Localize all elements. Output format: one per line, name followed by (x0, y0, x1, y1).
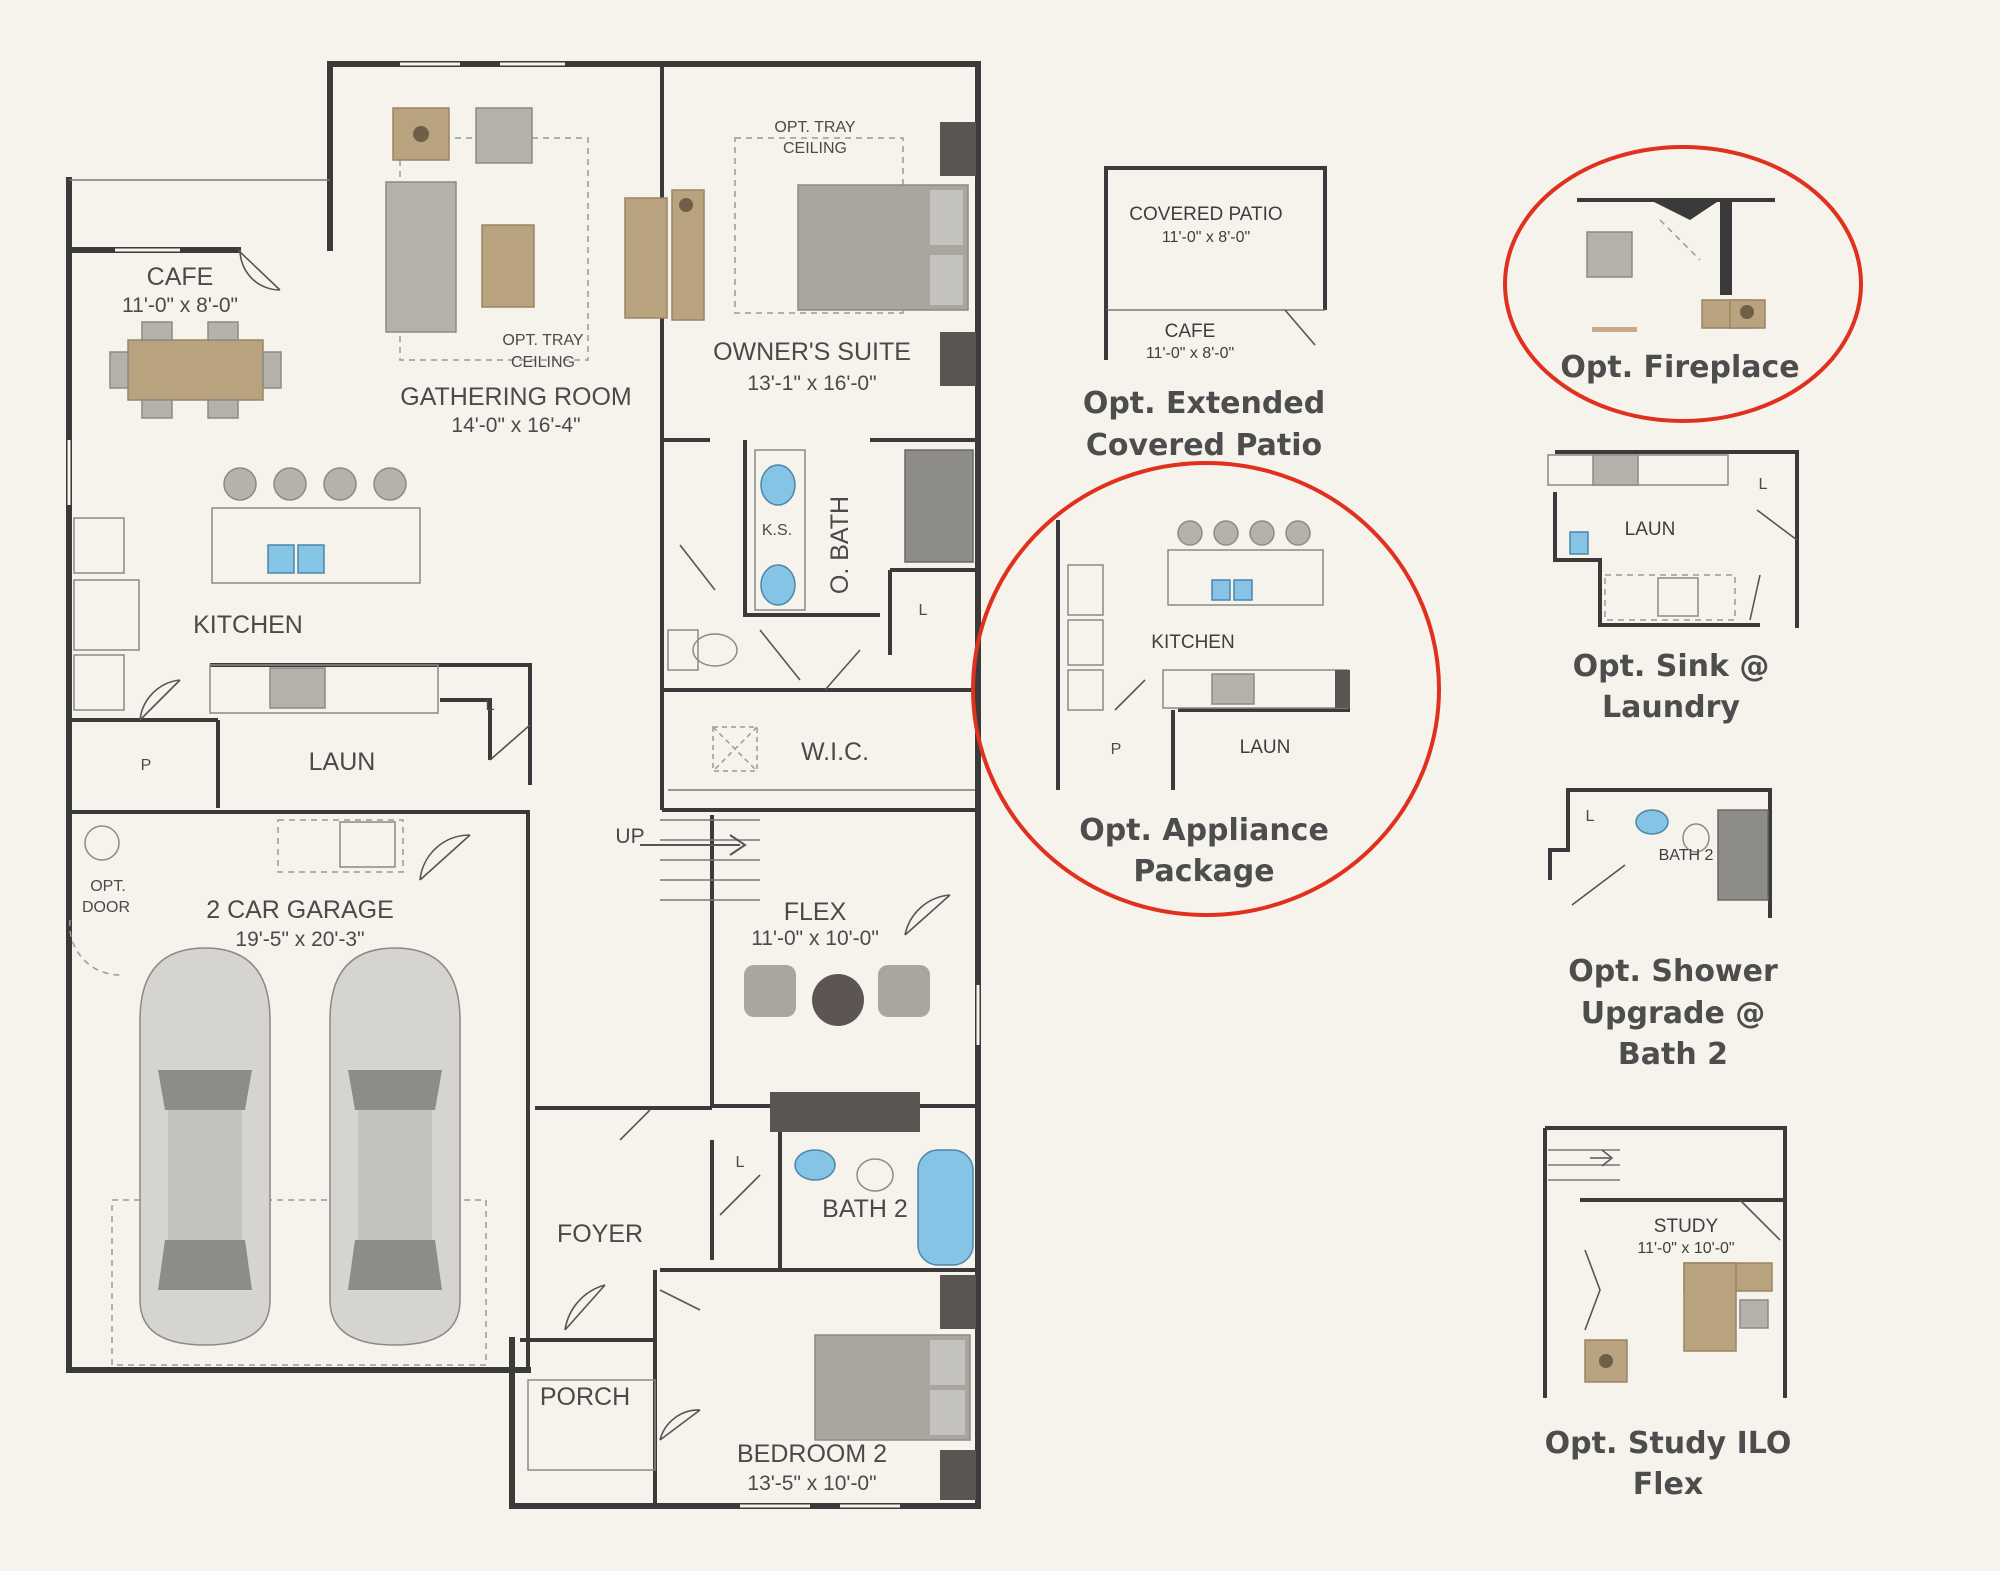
appliance-pantry-label: P (1111, 741, 1122, 758)
cafe-dims: 11'-0" x 8'-0" (122, 294, 238, 317)
option-shower-bath2: L BATH 2 Opt. Shower Upgrade @ Bath 2 (1548, 788, 1778, 1072)
stairs-up-label: UP (615, 825, 644, 848)
pantry-label: P (141, 757, 152, 774)
patio-room-dims: 11'-0" x 8'-0" (1162, 229, 1250, 246)
bedroom2-dims: 13'-5" x 10'-0" (747, 1472, 876, 1495)
gathering-room-label: GATHERING ROOM (400, 383, 631, 411)
garage-label: 2 CAR GARAGE (206, 896, 394, 924)
kitchen-label: KITCHEN (193, 611, 303, 639)
option-appliance-package: KITCHEN LAUN P Opt. Appliance Package (971, 461, 1441, 917)
foyer-label: FOYER (557, 1220, 643, 1248)
flex-label: FLEX (784, 898, 847, 926)
gathering-tray-line2: CEILING (511, 354, 575, 371)
appliance-laun-label: LAUN (1240, 737, 1291, 758)
patio-cafe-dims: 11'-0" x 8'-0" (1146, 345, 1234, 362)
gathering-tray-line1: OPT. TRAY (502, 332, 584, 349)
opt-door-line2: DOOR (82, 899, 130, 916)
option-fireplace: Opt. Fireplace (1503, 145, 1863, 423)
patio-caption-line2: Covered Patio (1086, 428, 1322, 463)
shower-linen-label: L (1586, 808, 1595, 825)
linen-label: L (486, 697, 495, 714)
wic-linen-label: L (919, 602, 928, 619)
option-extended-covered-patio: COVERED PATIO 11'-0" x 8'-0" CAFE 11'-0"… (1083, 166, 1327, 463)
patio-caption-line1: Opt. Extended (1083, 386, 1325, 421)
sink-caption-line2: Laundry (1602, 690, 1740, 725)
owners-tray-line2: CEILING (783, 140, 847, 157)
option-study-ilo-flex: STUDY 11'-0" x 10'-0" Opt. Study ILO Fle… (1543, 1126, 1792, 1502)
option-sink-laundry: LAUN L Opt. Sink @ Laundry (1547, 450, 1799, 725)
shower-caption-line3: Bath 2 (1618, 1037, 1728, 1072)
flex-dims: 11'-0" x 10'-0" (751, 927, 879, 950)
shower-caption-line2: Upgrade @ (1581, 996, 1766, 1031)
car-right-icon (329, 947, 461, 1346)
bath2-label: BATH 2 (822, 1195, 908, 1223)
patio-cafe-label: CAFE (1165, 321, 1216, 342)
gathering-room-dims: 14'-0" x 16'-4" (451, 414, 580, 437)
cafe-label: CAFE (147, 263, 214, 291)
owners-suite-dims: 13'-1" x 16'-0" (747, 372, 876, 395)
appliance-caption-line1: Opt. Appliance (1079, 813, 1329, 848)
appliance-caption-line2: Package (1133, 854, 1274, 889)
ks-label: K.S. (762, 522, 792, 539)
bath2-linen-label: L (736, 1154, 745, 1171)
owners-bath-label: O. BATH (826, 496, 854, 594)
study-caption-line1: Opt. Study ILO (1545, 1426, 1792, 1461)
owners-tray-line1: OPT. TRAY (774, 119, 856, 136)
sink-laun-label: LAUN (1625, 519, 1676, 540)
opt-door-line1: OPT. (90, 878, 126, 895)
fireplace-caption: Opt. Fireplace (1560, 350, 1799, 385)
appliance-kitchen-label: KITCHEN (1151, 632, 1234, 653)
patio-room-label: COVERED PATIO (1129, 204, 1282, 225)
porch-label: PORCH (540, 1383, 630, 1411)
laundry-label: LAUN (309, 748, 376, 776)
main-floor-plan: CAFE 11'-0" x 8'-0" OPT. TRAY CEILING GA… (66, 61, 981, 1509)
fireplace-highlight-ring (1503, 145, 1863, 423)
study-dims: 11'-0" x 10'-0" (1637, 1240, 1734, 1257)
garage-dims: 19'-5" x 20'-3" (235, 928, 364, 951)
car-left-icon (139, 947, 271, 1346)
shower-bath-label: BATH 2 (1659, 847, 1714, 864)
study-caption-line2: Flex (1633, 1467, 1703, 1502)
shower-caption-line1: Opt. Shower (1568, 954, 1778, 989)
sink-caption-line1: Opt. Sink @ (1573, 649, 1770, 684)
bedroom2-label: BEDROOM 2 (737, 1440, 887, 1468)
study-label: STUDY (1654, 1216, 1719, 1237)
appliance-highlight-ring (971, 461, 1441, 917)
sink-linen-label: L (1759, 476, 1768, 493)
owners-suite-label: OWNER'S SUITE (713, 338, 911, 366)
wic-label: W.I.C. (801, 738, 869, 766)
